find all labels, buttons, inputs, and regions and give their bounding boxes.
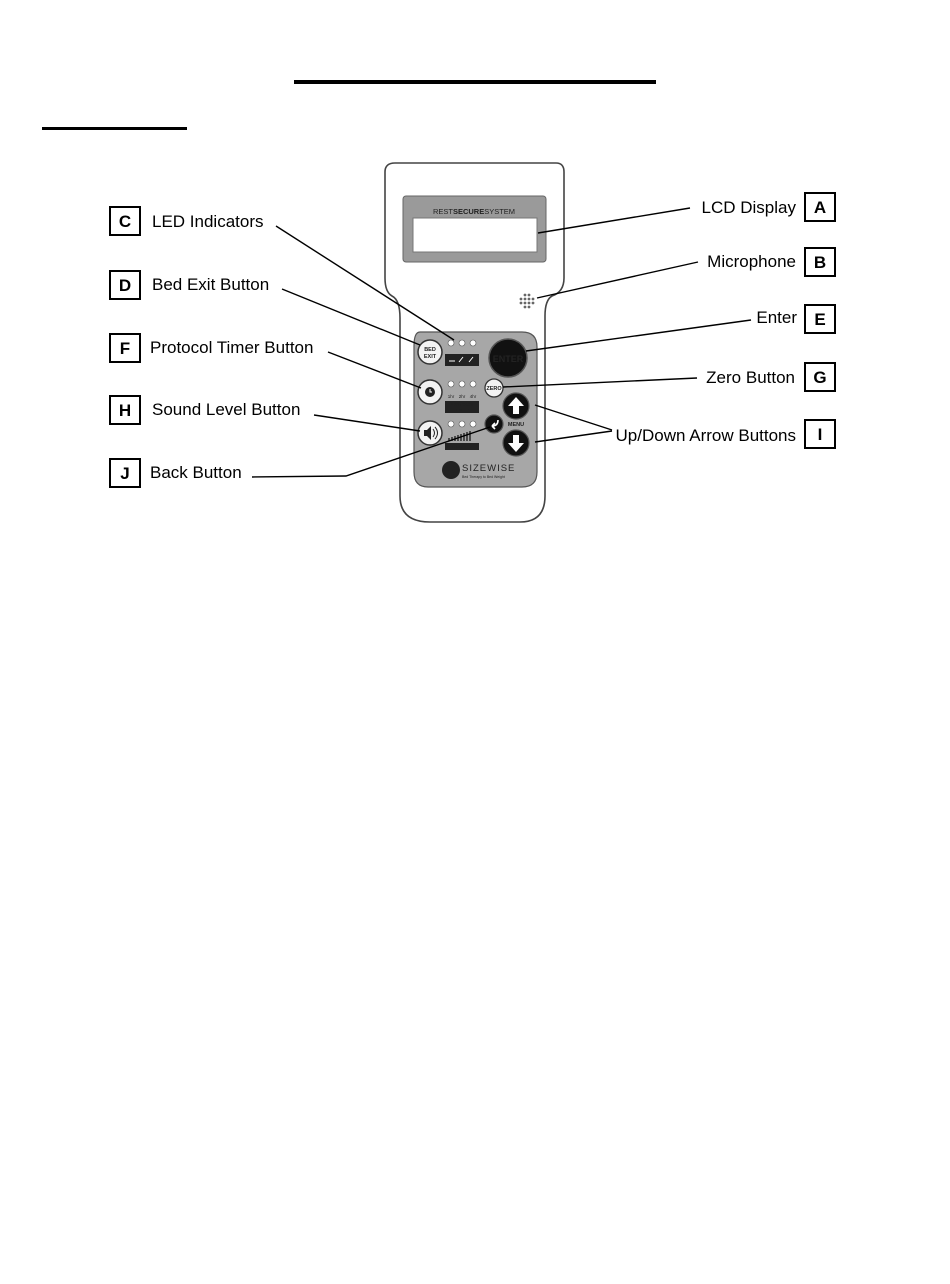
svg-text:4hr: 4hr [470, 394, 477, 399]
svg-text:S: S [446, 463, 456, 480]
svg-text:I: I [818, 425, 823, 444]
svg-text:2hr: 2hr [459, 394, 466, 399]
svg-text:Bed Exit Button: Bed Exit Button [152, 275, 269, 294]
svg-text:1hr: 1hr [448, 394, 455, 399]
callout-i: Up/Down Arrow Buttons I [616, 420, 835, 448]
down-arrow-button[interactable] [503, 430, 529, 456]
lcd-screen [413, 218, 537, 252]
brand-text: RESTSECURESYSTEM [433, 207, 515, 216]
svg-text:PROTOCOL: PROTOCOL [449, 402, 475, 407]
callout-h: H Sound Level Button [110, 396, 300, 424]
sizewise-logo: S SIZEWISE Bed Therapy to Bed Weight [442, 461, 515, 480]
svg-text:TIMER: TIMER [455, 408, 470, 413]
svg-text:D: D [119, 276, 131, 295]
svg-text:Sound Level Button: Sound Level Button [152, 400, 300, 419]
callout-f: F Protocol Timer Button [110, 334, 313, 362]
bed-exit-button[interactable]: BED EXIT [418, 340, 442, 364]
callout-d: D Bed Exit Button [110, 271, 269, 299]
callout-g: Zero Button G [706, 363, 835, 391]
svg-text:EXIT: EXIT [424, 354, 437, 360]
callout-j: J Back Button [110, 459, 242, 487]
svg-text:LCD Display: LCD Display [702, 198, 797, 217]
svg-text:ZERO: ZERO [486, 386, 502, 392]
leader-line-i2 [535, 431, 612, 442]
svg-text:A: A [814, 198, 826, 217]
svg-text:Bed Therapy to Bed Weight: Bed Therapy to Bed Weight [462, 475, 505, 479]
svg-text:J: J [120, 464, 129, 483]
svg-text:Back Button: Back Button [150, 463, 242, 482]
svg-text:SOUND LEVEL: SOUND LEVEL [446, 445, 478, 450]
svg-text:C: C [119, 212, 131, 231]
menu-label: MENU [508, 422, 524, 428]
svg-text:Protocol Timer Button: Protocol Timer Button [150, 338, 313, 357]
svg-text:E: E [814, 310, 825, 329]
svg-text:Enter: Enter [756, 308, 797, 327]
svg-text:Zero Button: Zero Button [706, 368, 795, 387]
svg-text:F: F [120, 339, 130, 358]
handheld-device: RESTSECURESYSTEM BED EXIT ENT [385, 163, 564, 522]
enter-button[interactable]: ENTER [489, 339, 527, 377]
svg-text:LED Indicators: LED Indicators [152, 212, 264, 231]
remote-diagram: RESTSECURESYSTEM BED EXIT ENT [0, 0, 950, 560]
led-indicators-row-2: 1hr 2hr 4hr PROTOCOL TIMER [445, 381, 479, 413]
svg-text:ENTER: ENTER [493, 354, 524, 364]
svg-text:Up/Down Arrow Buttons: Up/Down Arrow Buttons [616, 426, 796, 445]
svg-text:BED: BED [424, 347, 436, 353]
svg-text:SIZEWISE: SIZEWISE [462, 463, 515, 474]
callout-c: C LED Indicators [110, 207, 264, 235]
svg-text:Microphone: Microphone [707, 252, 796, 271]
svg-text:B: B [814, 253, 826, 272]
leader-line-e [526, 320, 751, 351]
callout-e: Enter E [756, 305, 835, 333]
callout-b: Microphone B [707, 248, 835, 276]
protocol-timer-button[interactable] [418, 380, 442, 404]
svg-text:G: G [813, 368, 826, 387]
leader-line-i1 [535, 405, 612, 430]
up-arrow-button[interactable] [503, 393, 529, 419]
zero-button[interactable]: ZERO [485, 379, 503, 397]
sound-level-button[interactable] [418, 421, 442, 445]
callout-a: LCD Display A [702, 193, 835, 221]
svg-text:H: H [119, 401, 131, 420]
back-button[interactable] [485, 415, 503, 433]
